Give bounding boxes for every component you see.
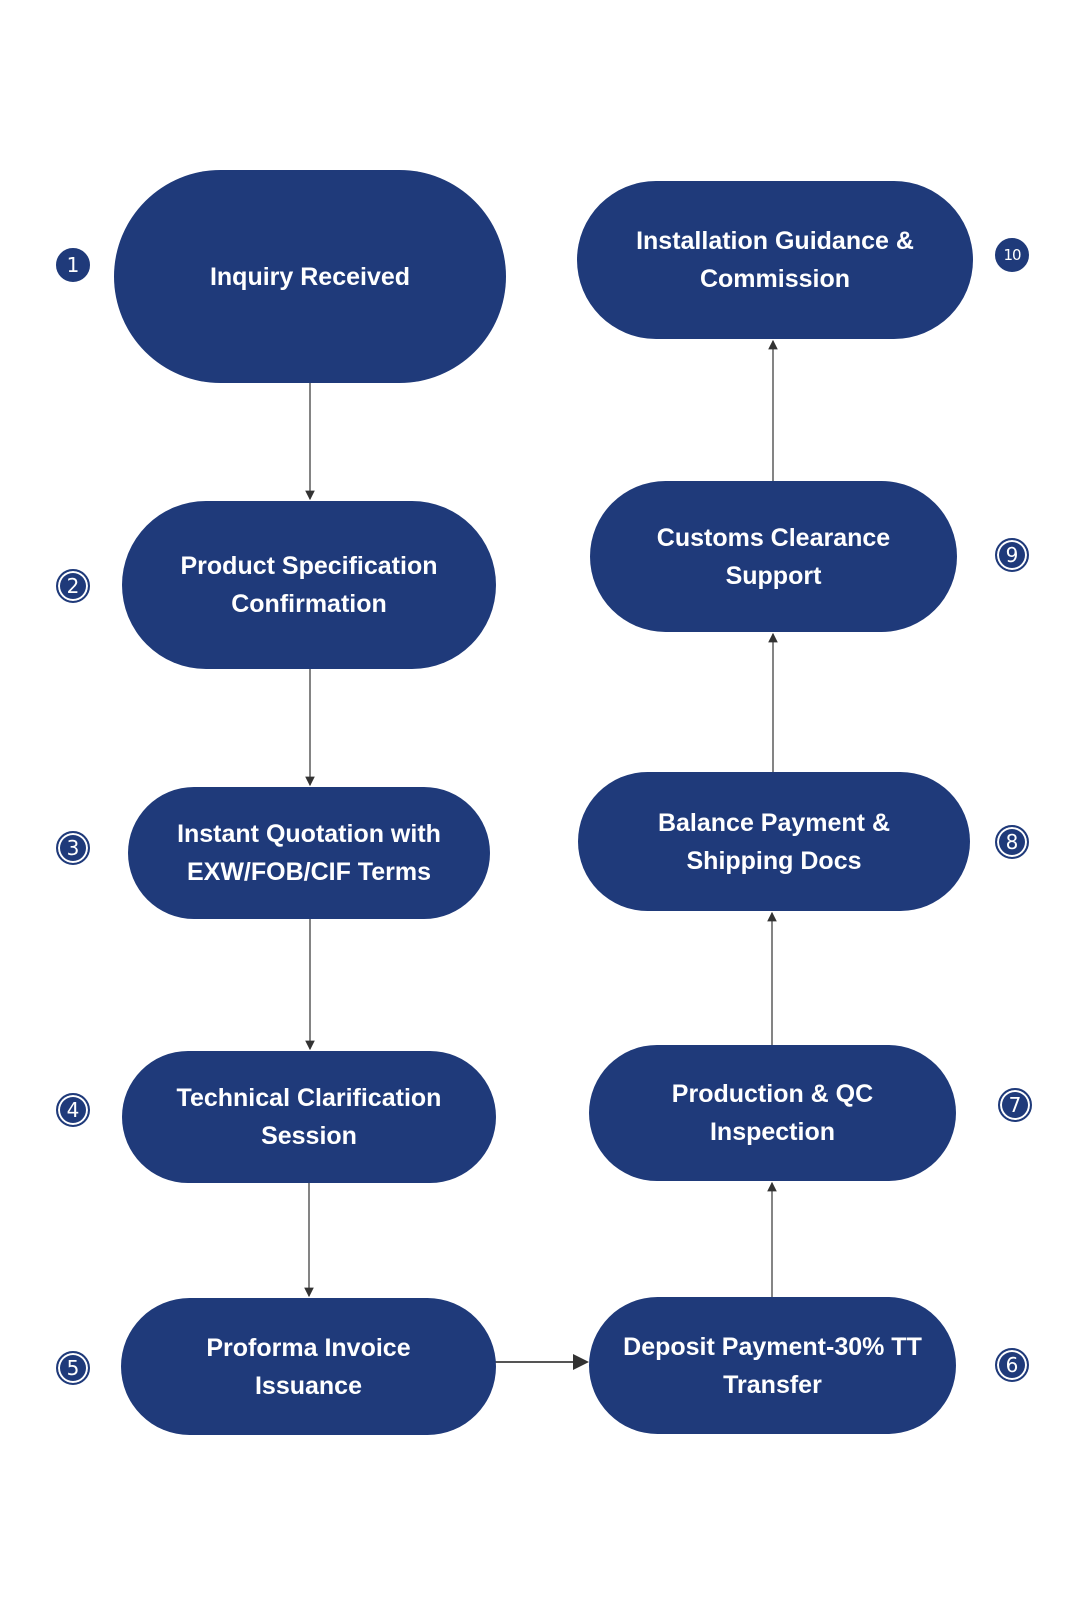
- step-3-number-badge: 3: [56, 831, 90, 865]
- step-7-label: Production & QC Inspection: [671, 1080, 874, 1146]
- step-5-number-badge: 5: [56, 1351, 90, 1385]
- step-8-label: Balance Payment & Shipping Docs: [657, 808, 891, 875]
- step-3-label: Instant Quotation with EXW/FOB/CIF Terms: [177, 820, 441, 886]
- step-2-number-badge: 2: [56, 569, 90, 603]
- step-8-number-badge: 8: [995, 825, 1029, 859]
- step-9-number-badge: 9: [995, 538, 1029, 572]
- step-4-label: Technical Clarification Session: [176, 1084, 442, 1150]
- step-4-node: Technical Clarification Session: [122, 1051, 496, 1183]
- step-3-node: Instant Quotation with EXW/FOB/CIF Terms: [128, 787, 490, 919]
- step-5-node: Proforma Invoice Issuance: [121, 1298, 496, 1435]
- step-4-number-badge: 4: [56, 1093, 90, 1127]
- step-6-number-badge: 6: [995, 1348, 1029, 1382]
- step-5-label: Proforma Invoice Issuance: [206, 1333, 411, 1400]
- step-6-label: Deposit Payment-30% TT Transfer: [623, 1332, 922, 1399]
- step-2-label: Product Specification Confirmation: [180, 552, 438, 618]
- step-1-label: Inquiry Received: [209, 262, 411, 291]
- step-6-node: Deposit Payment-30% TT Transfer: [589, 1297, 956, 1434]
- step-2-node: Product Specification Confirmation: [122, 501, 496, 669]
- step-7-number-badge: 7: [998, 1088, 1032, 1122]
- step-1-node: Inquiry Received: [114, 170, 506, 383]
- step-10-number-badge: 10: [995, 238, 1029, 272]
- step-8-node: Balance Payment & Shipping Docs: [578, 772, 970, 911]
- step-10-node: Installation Guidance & Commission: [577, 181, 973, 339]
- step-9-label: Customs Clearance Support: [656, 523, 891, 590]
- step-1-number-badge: 1: [56, 248, 90, 282]
- step-9-node: Customs Clearance Support: [590, 481, 957, 632]
- step-7-node: Production & QC Inspection: [589, 1045, 956, 1181]
- step-10-label: Installation Guidance & Commission: [636, 227, 914, 293]
